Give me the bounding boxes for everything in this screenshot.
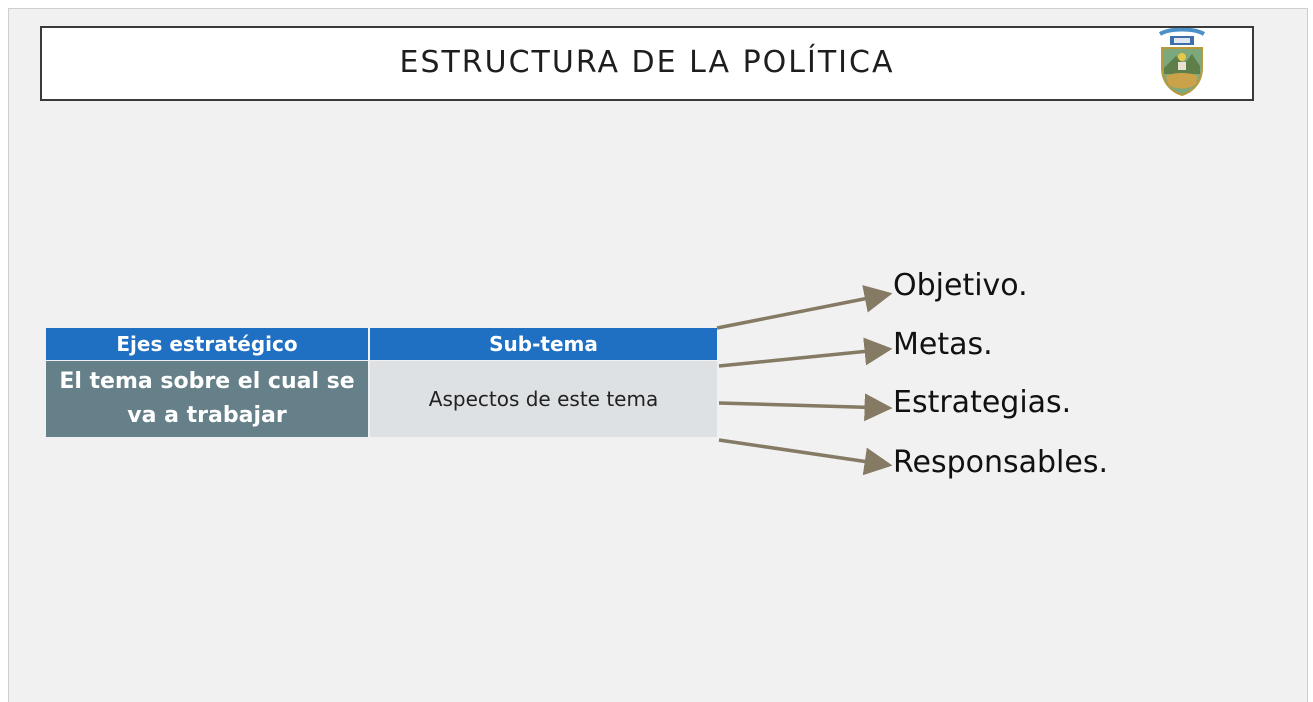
arrow-to-responsables [718,438,893,476]
branch-estrategias: Estrategias. [893,385,1072,420]
branch-metas: Metas. [893,327,993,362]
arrow-to-metas [718,337,893,368]
cell-sub-tema: Aspectos de este tema [370,361,717,437]
title-banner: ESTRUCTURA DE LA POLÍTICA [40,26,1254,101]
header-ejes-estrategico: Ejes estratégico [46,328,368,360]
slide-title: ESTRUCTURA DE LA POLÍTICA [399,45,895,80]
cell-ejes-estrategico: El tema sobre el cual se va a trabajar [46,361,368,437]
arrow-to-estrategias [718,393,893,422]
coat-of-arms-icon [1158,28,1206,96]
branch-objetivo: Objetivo. [893,268,1028,303]
branch-responsables: Responsables. [893,445,1109,480]
header-sub-tema: Sub-tema [370,328,717,360]
arrow-to-objetivo [716,285,893,330]
